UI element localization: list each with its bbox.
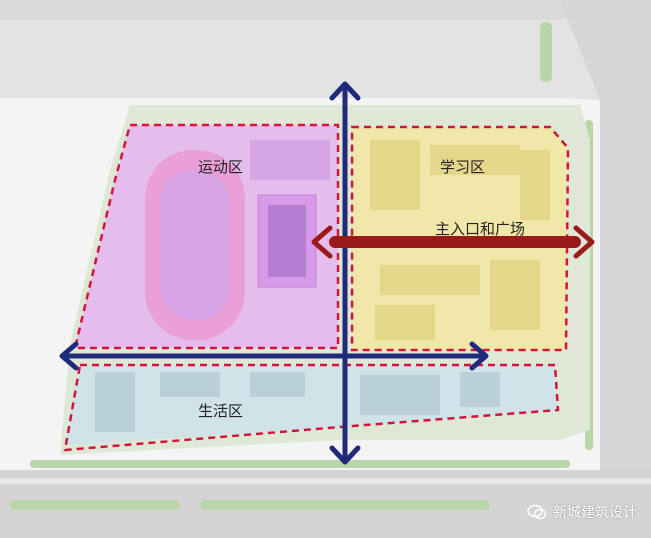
- living-zone-label: 生活区: [198, 402, 244, 420]
- main-entrance-axis-arrow: [311, 225, 595, 259]
- study-boundary: [350, 125, 570, 352]
- living-boundary: [63, 363, 560, 452]
- road-north: [0, 0, 651, 100]
- living-buildings: [95, 372, 500, 432]
- study-zone-label: 学习区: [440, 158, 486, 176]
- sports-boundary: [73, 123, 340, 350]
- courts: [250, 140, 330, 180]
- east-west-axis-arrow: [59, 341, 489, 371]
- main-entrance-label: 主入口和广场: [435, 220, 526, 238]
- zone-boundaries: [63, 123, 570, 452]
- track-field: [160, 170, 230, 320]
- gym-court: [268, 205, 306, 277]
- study-buildings: [370, 140, 550, 340]
- road-east: [560, 0, 651, 538]
- sports-zone-label: 运动区: [198, 158, 244, 176]
- road-top: [0, 0, 651, 20]
- watermark-text: 新城建筑设计: [553, 505, 637, 521]
- north-south-axis-arrow: [329, 81, 361, 465]
- road-south-curb: [0, 478, 651, 484]
- wechat-icon: [527, 504, 547, 520]
- watermark: 新城建筑设计: [527, 502, 637, 522]
